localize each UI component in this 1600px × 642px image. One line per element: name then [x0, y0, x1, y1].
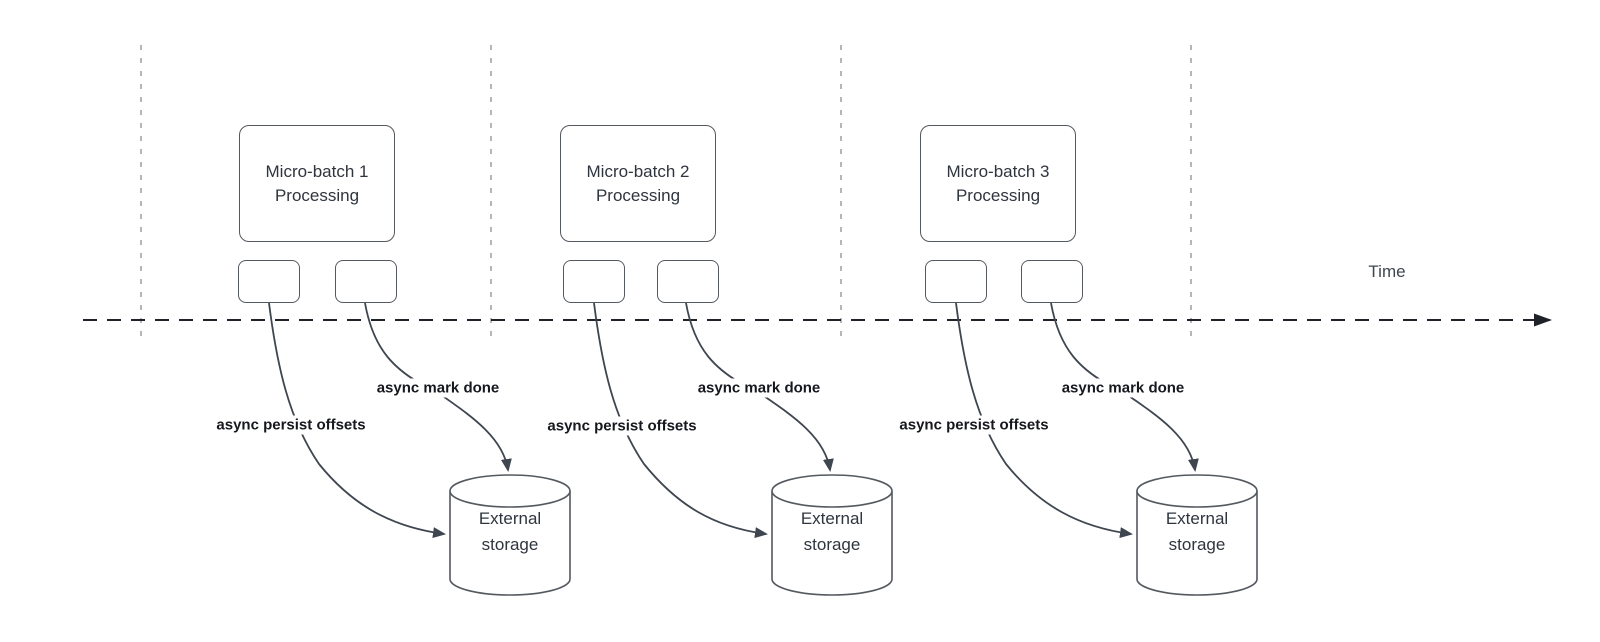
mark-done-label: async mark done — [1058, 378, 1188, 398]
persist-offsets-label: async persist offsets — [544, 416, 700, 436]
micro-batch-2-processing-box: Micro-batch 2 Processing — [560, 125, 716, 242]
persist-offsets-arrow — [593, 302, 768, 538]
external-storage-label: External storage — [800, 509, 864, 554]
async-persist-source-box — [238, 260, 300, 303]
external-storage-cylinder — [771, 474, 893, 596]
micro-batch-1-processing-box: Micro-batch 1 Processing — [239, 125, 395, 242]
persist-offsets-label: async persist offsets — [213, 415, 369, 435]
async-mark-done-source-box — [1021, 260, 1083, 303]
external-storage-cylinder — [1136, 474, 1258, 596]
async-persist-source-box — [925, 260, 987, 303]
async-mark-done-source-box — [657, 260, 719, 303]
persist-offsets-label: async persist offsets — [896, 415, 1052, 435]
persist-offsets-arrow — [268, 302, 446, 538]
mark-done-label: async mark done — [373, 378, 503, 398]
async-mark-done-source-box — [335, 260, 397, 303]
micro-batch-sublabel: Processing — [274, 185, 360, 205]
micro-batch-label: Micro-batch 2 — [586, 161, 690, 181]
mark-done-label: async mark done — [694, 378, 824, 398]
external-storage-label: External storage — [478, 509, 542, 554]
micro-batch-sublabel: Processing — [595, 185, 681, 205]
persist-offsets-arrow — [955, 302, 1133, 538]
micro-batch-label: Micro-batch 3 — [946, 161, 1050, 181]
time-label: Time — [1368, 262, 1406, 281]
external-storage-label: External storage — [1165, 509, 1229, 554]
micro-batch-3-processing-box: Micro-batch 3 Processing — [920, 125, 1076, 242]
external-storage-cylinder — [449, 474, 571, 596]
micro-batch-label: Micro-batch 1 — [265, 161, 369, 181]
micro-batch-sublabel: Processing — [955, 185, 1041, 205]
async-persist-source-box — [563, 260, 625, 303]
